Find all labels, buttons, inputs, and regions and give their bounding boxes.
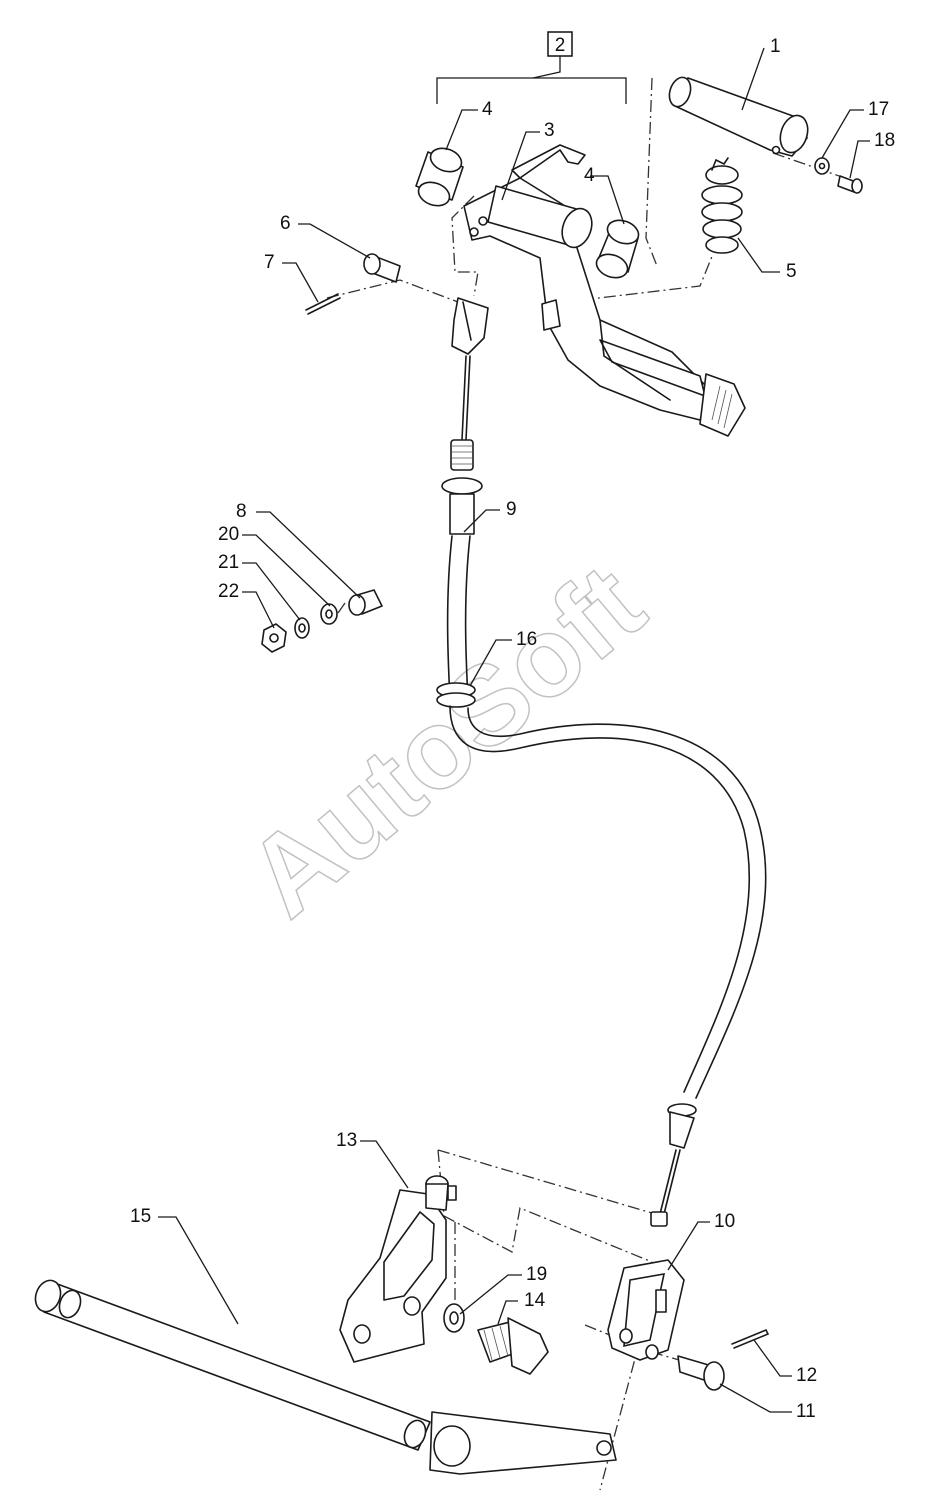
- callout-7: 7: [264, 252, 275, 273]
- callout-19: 19: [526, 1264, 547, 1285]
- grommet-16-part: [436, 682, 476, 708]
- callout-10: 10: [714, 1211, 735, 1232]
- callout-14: 14: [524, 1290, 546, 1311]
- callout-5: 5: [786, 261, 797, 282]
- cotter-pin-7-part: [305, 293, 341, 315]
- watermark-text: AutoSoft: [224, 541, 666, 941]
- washer-20-part: [320, 603, 338, 625]
- callout-6: 6: [280, 213, 291, 234]
- clevis-10-part: [607, 1259, 685, 1361]
- bolt-18-part: [837, 175, 863, 194]
- bracket-13-part: [339, 1175, 457, 1363]
- callout-12: 12: [796, 1365, 817, 1386]
- shaft-15-part: [34, 1279, 617, 1475]
- bushing-left-part: [415, 147, 464, 207]
- callout-20: 20: [218, 524, 239, 545]
- callout-16: 16: [516, 629, 537, 650]
- callout-15: 15: [130, 1206, 151, 1227]
- watermark: AutoSoft: [223, 540, 667, 941]
- callout-18: 18: [874, 130, 895, 151]
- callout-21: 21: [218, 552, 239, 573]
- callout-13: 13: [336, 1130, 357, 1151]
- callout-17: 17: [868, 99, 889, 120]
- assembly-label: 2: [555, 35, 566, 56]
- pin-tube-part: [668, 76, 809, 157]
- clevis-pin-6-part: [363, 253, 401, 283]
- callout-4-left: 4: [482, 99, 493, 120]
- callout-leaders: [158, 47, 870, 1413]
- callout-9: 9: [506, 499, 517, 520]
- washer-17-part: [814, 157, 830, 175]
- clevis-pin-11-part: [677, 1355, 725, 1391]
- callout-3: 3: [544, 120, 555, 141]
- lower-cable-part: [449, 705, 767, 1227]
- cotter-pin-12-part: [731, 1328, 770, 1349]
- washer-19-part: [443, 1303, 465, 1333]
- callout-22: 22: [218, 581, 239, 602]
- callout-4-right: 4: [584, 165, 595, 186]
- clutch-pedal-part: [463, 144, 746, 437]
- bolt-14-part: [477, 1317, 549, 1375]
- bushing-right-part: [595, 219, 640, 279]
- callout-11: 11: [796, 1401, 816, 1422]
- spring-part: [701, 157, 743, 254]
- callout-1: 1: [770, 36, 781, 57]
- assembly-bracket: 2: [436, 31, 627, 104]
- callout-labels: 1 3 4 4 5 6 7 8 9 10 11 12 13 14 15 16 1…: [130, 36, 895, 1422]
- washer-21-part: [294, 617, 310, 639]
- bushing-8-part: [348, 589, 383, 616]
- callout-8: 8: [236, 501, 247, 522]
- nut-22-part: [261, 623, 287, 653]
